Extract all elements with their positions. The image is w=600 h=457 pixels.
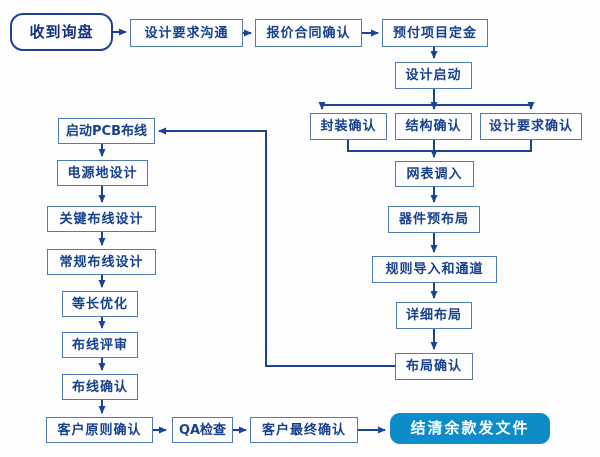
node-netlist-import: 网表调入 bbox=[395, 161, 474, 187]
node-quote-contract-confirm: 报价合同确认 bbox=[255, 19, 362, 47]
node-structure-confirm: 结构确认 bbox=[395, 113, 472, 140]
edge-kickoff-branch-rail bbox=[322, 89, 435, 106]
node-routing-review: 布线评审 bbox=[62, 332, 138, 358]
node-design-kickoff: 设计启动 bbox=[395, 62, 472, 89]
node-customer-principle-confirm: 客户原则确认 bbox=[46, 417, 153, 443]
edge-layoutok-to-routing bbox=[158, 127, 395, 367]
node-layout-confirm: 布局确认 bbox=[395, 353, 473, 380]
node-package-confirm: 封装确认 bbox=[310, 113, 387, 140]
node-component-prelayout: 器件预布局 bbox=[388, 206, 480, 233]
node-qa-check: QA检查 bbox=[172, 417, 233, 443]
node-design-requirement-confirm: 设计要求确认 bbox=[480, 113, 582, 140]
node-received-inquiry: 收到询盘 bbox=[10, 13, 113, 51]
node-critical-routing-design: 关键布线设计 bbox=[47, 206, 156, 232]
node-rule-import-channel: 规则导入和通道 bbox=[372, 256, 497, 283]
edge-package-merge bbox=[347, 140, 532, 152]
edges bbox=[98, 28, 535, 434]
node-routing-confirm: 布线确认 bbox=[62, 374, 138, 400]
node-customer-final-confirm: 客户最终确认 bbox=[250, 417, 358, 443]
node-regular-routing-design: 常规布线设计 bbox=[47, 249, 156, 275]
node-settle-balance-send-files: 结清余款发文件 bbox=[390, 413, 550, 444]
node-design-requirement-comm: 设计要求沟通 bbox=[130, 19, 243, 47]
node-prepay-project-deposit: 预付项目定金 bbox=[382, 19, 488, 47]
node-start-pcb-routing: 启动PCB布线 bbox=[58, 118, 155, 144]
node-detailed-layout: 详细布局 bbox=[396, 302, 472, 329]
node-power-ground-design: 电源地设计 bbox=[57, 160, 148, 186]
node-equal-length-optimize: 等长优化 bbox=[62, 291, 138, 317]
